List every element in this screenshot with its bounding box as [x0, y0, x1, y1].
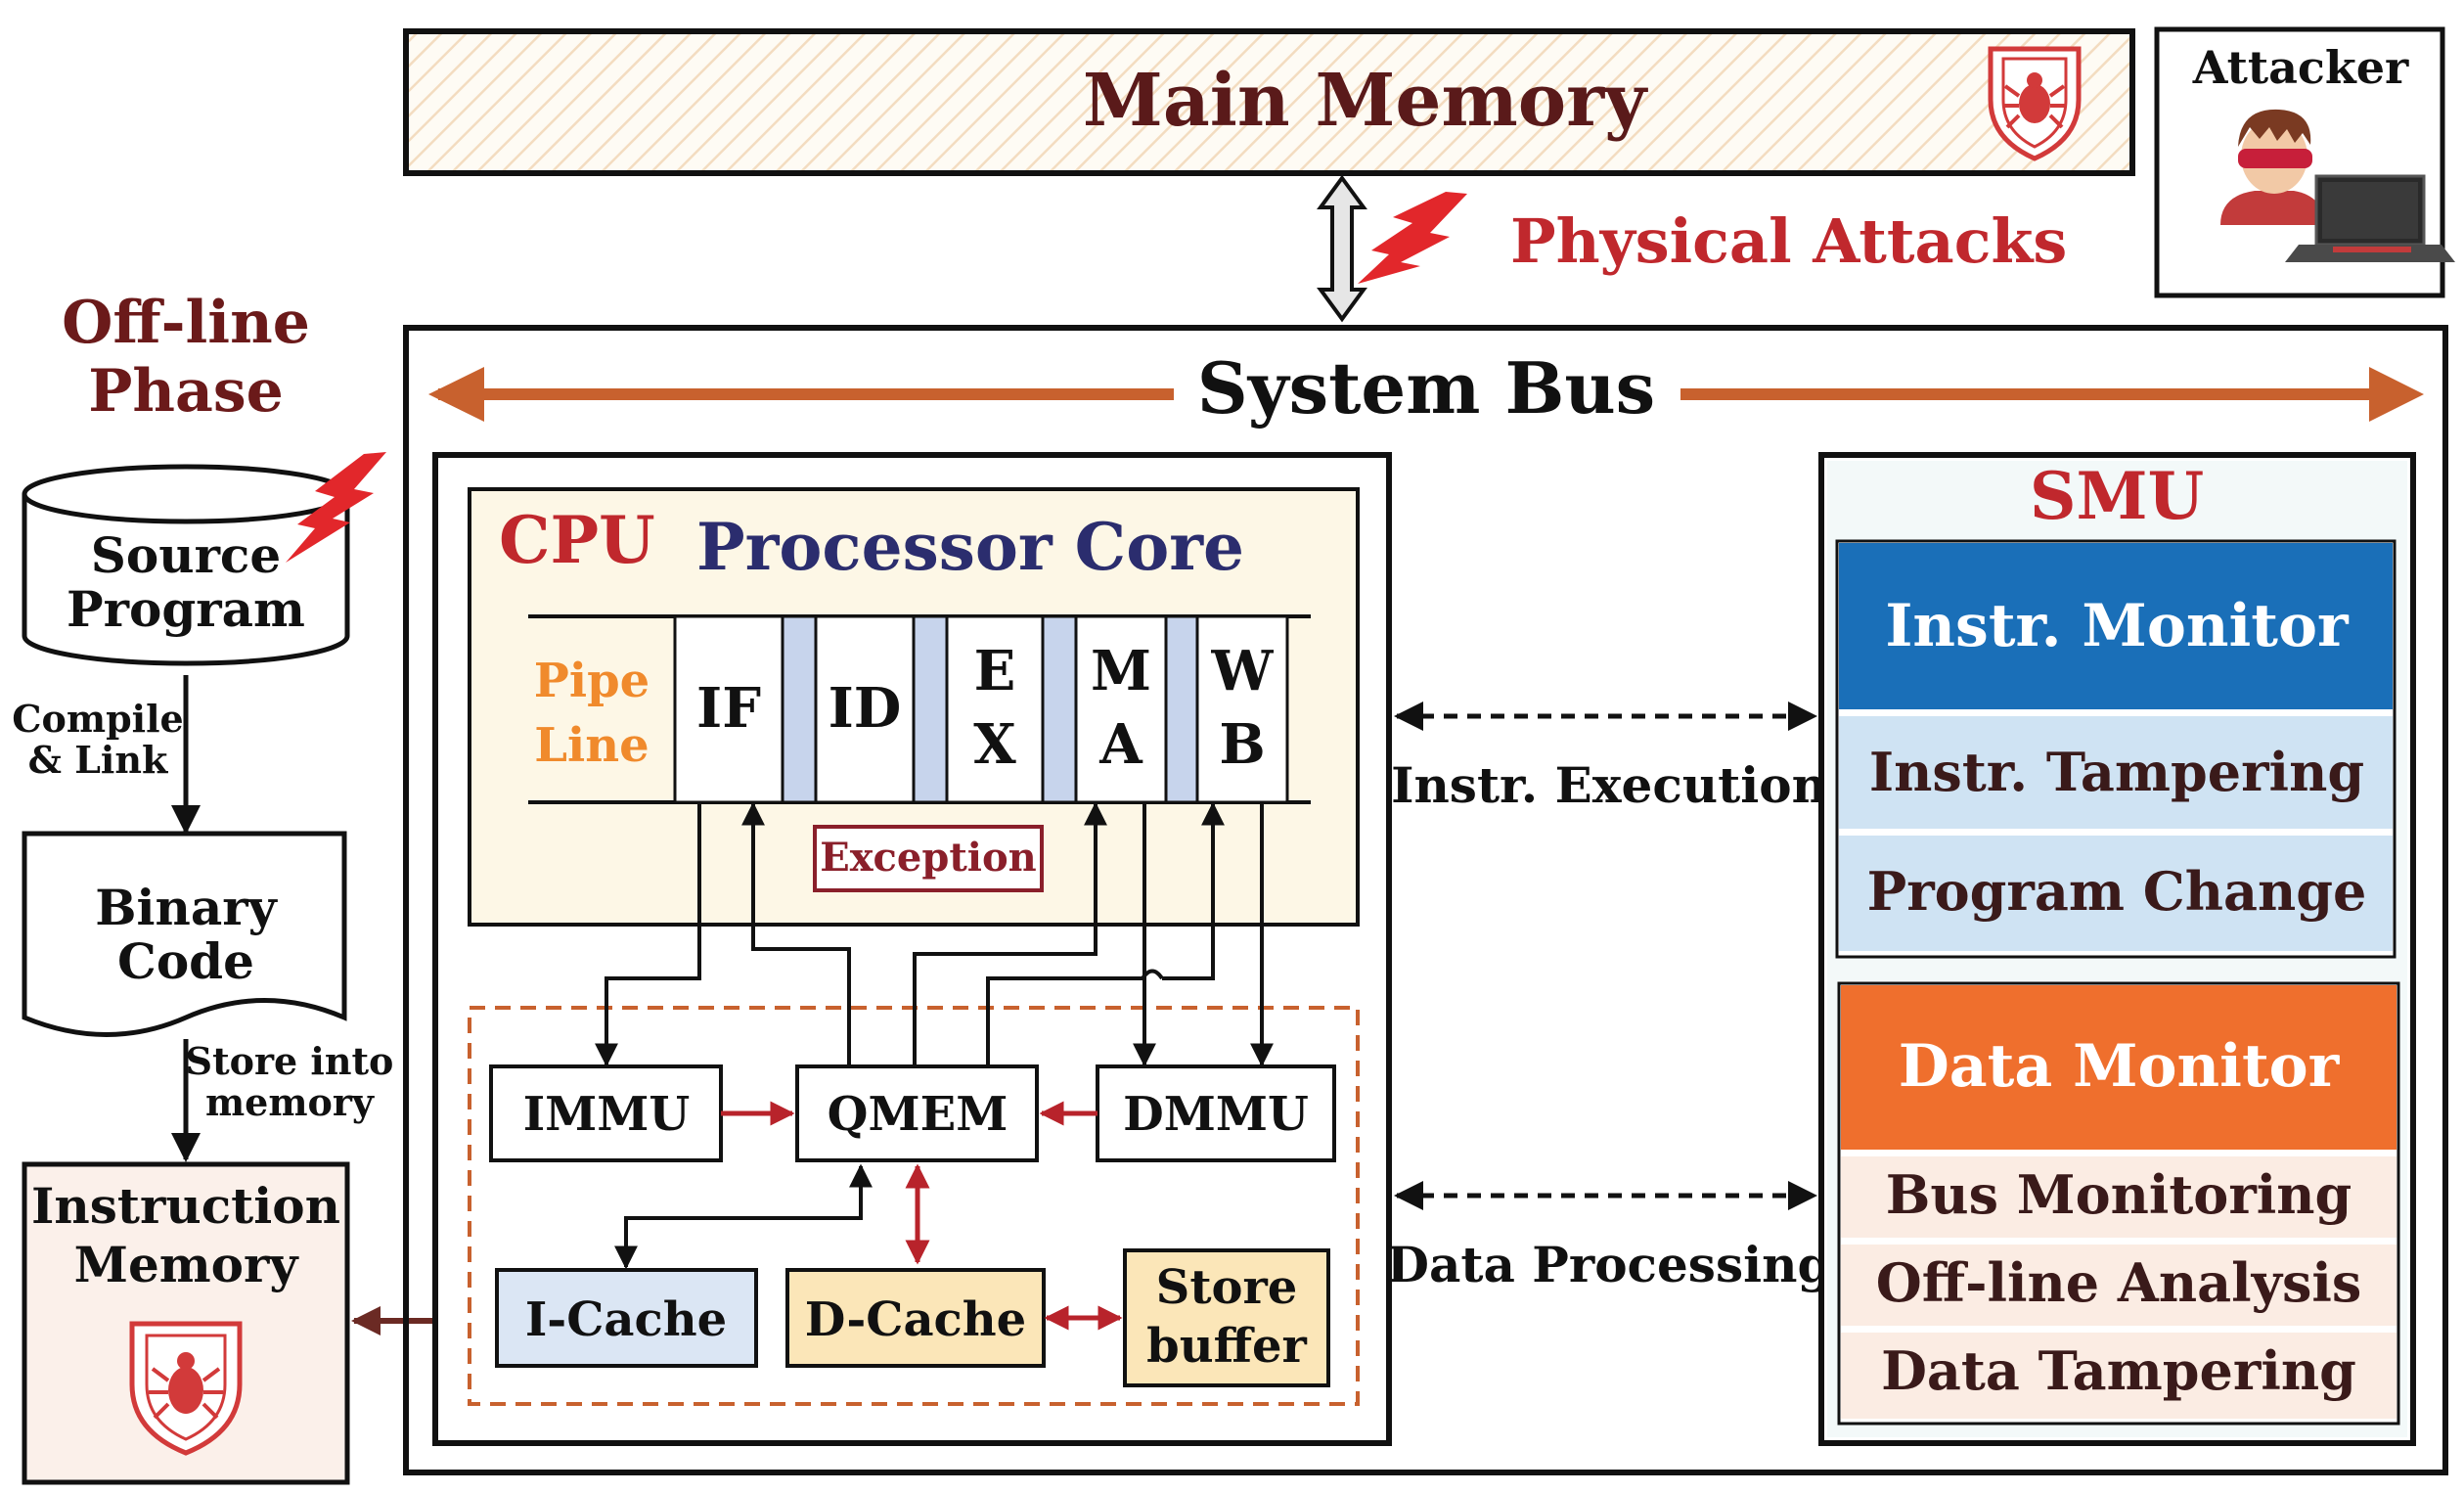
- hacker-with-laptop-icon: [2220, 109, 2455, 262]
- pipeline-register: [912, 614, 949, 804]
- store-into-memory-line1: Store into: [186, 1039, 394, 1083]
- qmem-label: QMEM: [828, 1087, 1008, 1142]
- lightning-bolt-icon: [286, 452, 386, 563]
- dcache-label: D-Cache: [805, 1292, 1026, 1347]
- immu-block: IMMU: [489, 1064, 723, 1162]
- instruction-memory-line2: Memory: [74, 1236, 300, 1293]
- compile-link-line2: & Link: [28, 738, 168, 782]
- attacker-box: Attacker: [2154, 26, 2455, 298]
- data-monitor-panel: Data Monitor Bus Monitoring Off-line Ana…: [1837, 981, 2400, 1426]
- store-into-memory-line2: memory: [205, 1080, 375, 1124]
- binary-code-document: Binary Code: [22, 831, 347, 1037]
- stage-ex-label-top: E: [974, 639, 1016, 703]
- spider-shield-icon: [1988, 46, 2082, 161]
- pipeline-register: [1164, 614, 1199, 804]
- offline-phase-title-line1: Off-line: [62, 289, 310, 357]
- stage-if-label: IF: [696, 676, 761, 741]
- smu-label: SMU: [2030, 458, 2204, 534]
- source-program-line1: Source: [91, 526, 281, 584]
- compile-link-line1: Compile: [12, 697, 183, 741]
- data-item: Off-line Analysis: [1876, 1251, 2362, 1314]
- icache-block: I-Cache: [495, 1268, 758, 1368]
- stage-wb-label-bottom: B: [1219, 712, 1265, 777]
- source-program-line2: Program: [67, 580, 305, 638]
- instruction-memory-block: Instruction Memory: [22, 1161, 350, 1485]
- qmem-block: QMEM: [795, 1064, 1039, 1162]
- dmmu-label: DMMU: [1123, 1087, 1309, 1142]
- stage-ma-label-top: M: [1091, 639, 1151, 703]
- store-buffer-line1: Store: [1156, 1260, 1298, 1315]
- data-item: Bus Monitoring: [1886, 1163, 2352, 1226]
- pipeline-stage-wb: [1195, 614, 1289, 804]
- stage-ma-label-bottom: A: [1098, 712, 1143, 777]
- instr-item: Instr. Tampering: [1869, 741, 2364, 803]
- dcache-block: D-Cache: [785, 1268, 1046, 1368]
- pipeline-register: [781, 614, 818, 804]
- stage-ex-label-bottom: X: [973, 712, 1016, 777]
- main-memory-label: Main Memory: [1083, 59, 1648, 143]
- pipeline-label-line2: Line: [534, 718, 649, 773]
- pipeline-register: [1041, 614, 1078, 804]
- exception-label: Exception: [820, 835, 1037, 881]
- instr-item: Program Change: [1867, 860, 2367, 923]
- exception-box: [813, 825, 1044, 892]
- lightning-bolt-icon: [1358, 192, 1467, 284]
- processor-core-label: Processor Core: [696, 509, 1244, 585]
- system-boundary: [403, 325, 2448, 1475]
- processor-core-block: CPU Processor Core Pipe Line IF ID E X M…: [468, 487, 1360, 927]
- binary-code-line2: Code: [117, 932, 254, 990]
- instr-execution-label: Instr. Execution: [1391, 756, 1827, 814]
- physical-attacks-label: Physical Attacks: [1510, 205, 2067, 277]
- offline-phase-title-line2: Phase: [88, 357, 284, 426]
- stage-wb-label-top: W: [1211, 639, 1275, 703]
- icache-label: I-Cache: [525, 1292, 727, 1347]
- data-item: Data Tampering: [1881, 1339, 2356, 1402]
- cpu-label: CPU: [499, 502, 655, 578]
- attacker-label: Attacker: [2192, 41, 2409, 94]
- core-memory-wires: [595, 801, 1274, 1067]
- smu-block: SMU Instr. Monitor Instr. Tampering Prog…: [1818, 452, 2416, 1446]
- data-monitor-label: Data Monitor: [1899, 1032, 2341, 1101]
- immu-label: IMMU: [523, 1087, 691, 1142]
- pipeline-stage-ma: [1074, 614, 1168, 804]
- source-program-cylinder: Source Program: [22, 464, 350, 666]
- system-bus: System Bus: [428, 346, 2424, 430]
- qmem-icache-link: [614, 1163, 873, 1270]
- stage-id-label: ID: [829, 676, 902, 741]
- instr-monitor-panel: Instr. Monitor Instr. Tampering Program …: [1835, 539, 2397, 959]
- instruction-memory-line1: Instruction: [31, 1177, 340, 1235]
- spider-shield-icon: [129, 1321, 243, 1456]
- system-bus-label: System Bus: [1197, 346, 1655, 430]
- main-memory-block: Main Memory: [403, 28, 2135, 176]
- store-buffer-line2: buffer: [1146, 1319, 1307, 1374]
- binary-code-line1: Binary: [95, 879, 278, 936]
- instr-monitor-label: Instr. Monitor: [1885, 592, 2350, 660]
- store-buffer-block: Store buffer: [1123, 1248, 1330, 1387]
- data-processing-label: Data Processing: [1387, 1236, 1832, 1293]
- dmmu-block: DMMU: [1096, 1064, 1336, 1162]
- memory-bus-connector: [1317, 174, 1367, 323]
- pipeline-label-line1: Pipe: [534, 654, 650, 708]
